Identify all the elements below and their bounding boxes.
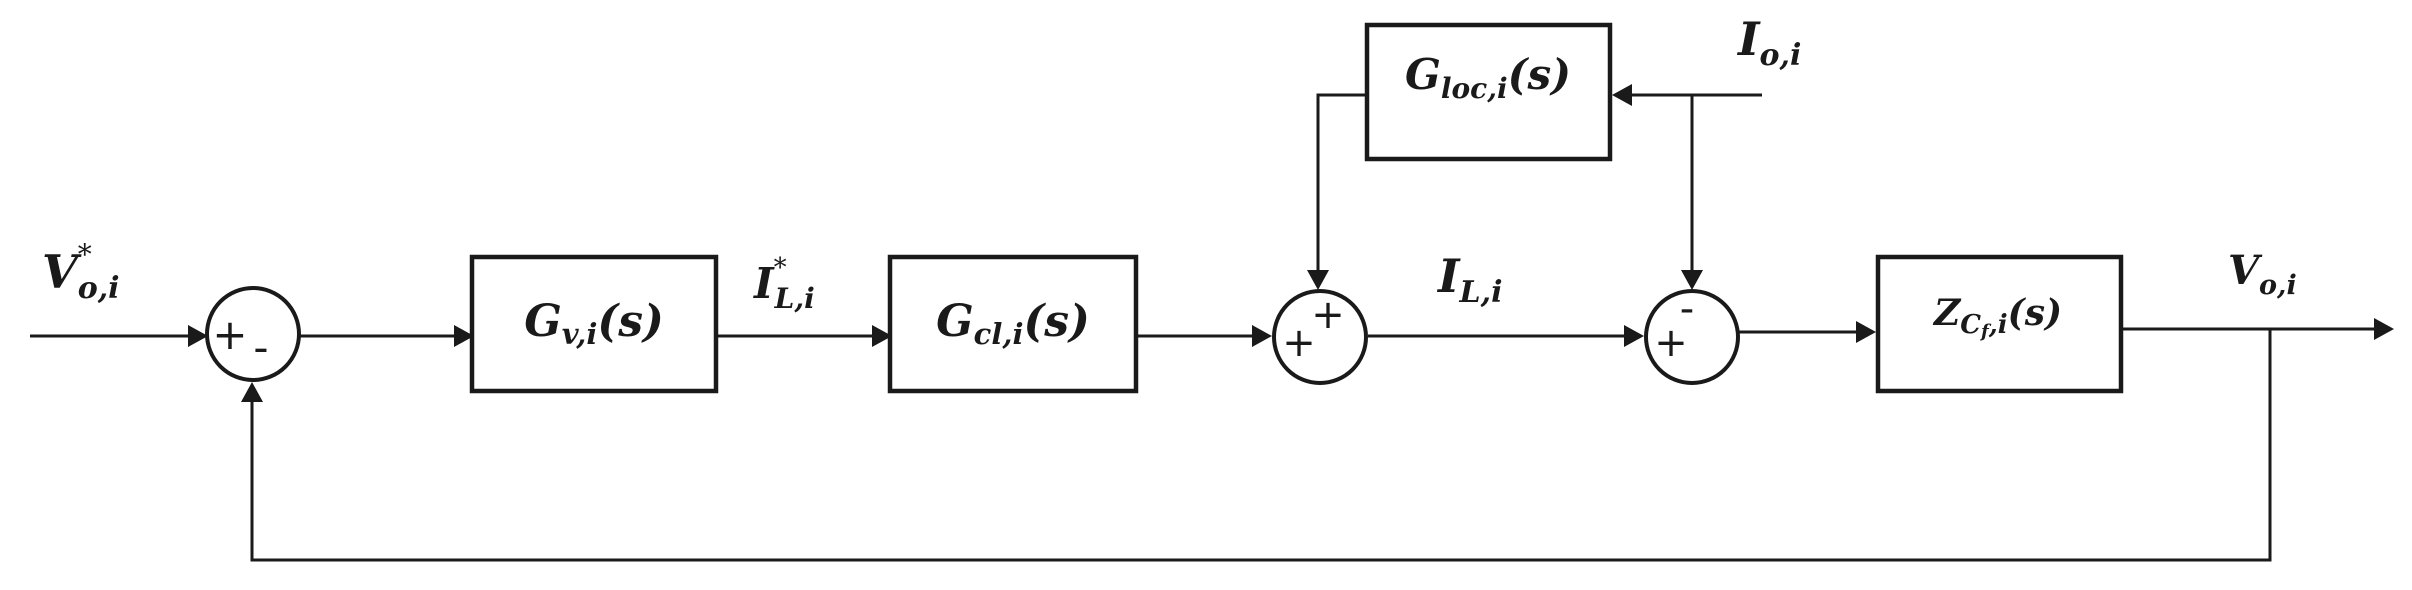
output-sum-plus-sign: + <box>1654 320 1688 366</box>
inductor-current-arrow <box>1624 325 1644 347</box>
voltage-controller-label: Gv,i(s) <box>524 296 664 352</box>
output-current-label: Io,i <box>1736 12 1801 73</box>
voltage-feedback-wire <box>250 329 2272 562</box>
voltage-controller-block <box>469 254 719 394</box>
current-sum-plus-left: + <box>1282 320 1316 366</box>
error-summing-junction <box>205 286 301 382</box>
inductor-current-label: IL,i <box>1436 249 1502 310</box>
capacitor-impedance-block <box>1875 254 2124 394</box>
reference-input-arrow <box>188 325 208 347</box>
current-summing-junction <box>1272 289 1368 385</box>
current-loop-block <box>887 254 1139 394</box>
voltage-reference-label: V*o,i <box>42 238 120 306</box>
load-current-path-block <box>1364 22 1613 162</box>
output-summing-junction <box>1644 289 1740 385</box>
output-sum-minus-sign: - <box>1680 286 1694 332</box>
load-current-path-label: Gloc,i(s) <box>1405 50 1571 105</box>
error-sum-minus-sign: - <box>253 323 268 372</box>
current-loop-output-arrow <box>1252 325 1272 347</box>
voltage-feedback-arrow <box>241 382 263 402</box>
current-reference-label: I*L,i <box>753 253 815 315</box>
error-signal-arrow <box>454 325 474 347</box>
output-voltage-arrow <box>2374 318 2394 340</box>
output-current-arrow <box>1612 84 1632 106</box>
output-current-branch-arrow <box>1681 270 1703 290</box>
load-current-feedforward-wire <box>1316 93 1365 274</box>
current-loop-label: Gcl,i(s) <box>936 296 1090 352</box>
load-current-feedforward-arrow <box>1307 270 1329 290</box>
error-sum-plus-sign: + <box>212 310 247 359</box>
capacitor-impedance-label: ZCf,i(s) <box>1932 292 2062 342</box>
current-reference-arrow <box>872 325 892 347</box>
current-sum-plus-top: + <box>1311 292 1345 338</box>
output-voltage-label: Vo,i <box>2228 247 2297 301</box>
output-sum-arrow <box>1856 321 1876 343</box>
